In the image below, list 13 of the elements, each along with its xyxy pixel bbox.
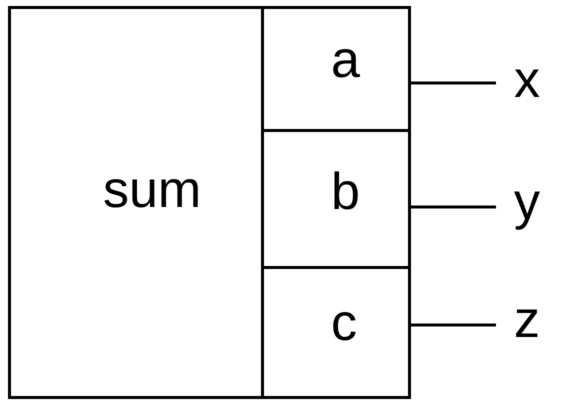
connector-line	[411, 324, 496, 326]
node-label: sum	[103, 164, 202, 216]
connector-line	[411, 82, 496, 84]
node-label: b	[331, 166, 360, 218]
node-label: z	[514, 294, 540, 346]
cell-box	[8, 6, 264, 399]
cell-box	[261, 6, 411, 132]
node-label: y	[514, 176, 540, 228]
cell-box	[261, 266, 411, 399]
node-label: x	[514, 54, 540, 106]
node-label: a	[331, 34, 360, 86]
connector-line	[411, 206, 496, 208]
node-label: c	[331, 297, 357, 349]
